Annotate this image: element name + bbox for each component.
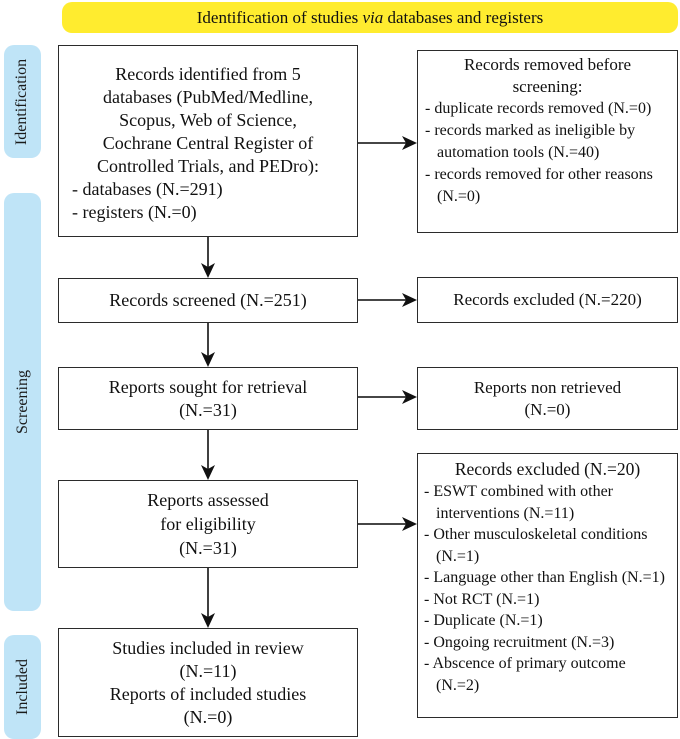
records-identified-heading: Records identified from 5 databases (Pub… <box>96 63 319 176</box>
title-banner: Identification of studies via databases … <box>62 2 678 33</box>
list-item: - Abscence of primary outcome (N.=2) <box>424 655 626 694</box>
stage-label-screening: Screening <box>4 193 41 611</box>
arrow-identified-to-screened <box>201 237 215 278</box>
arrow-sought-to-non-retrieved <box>358 390 417 404</box>
box-records-screened: Records screened (N.=251) <box>58 278 358 323</box>
list-item: - records marked as ineligible by automa… <box>425 122 636 161</box>
arrow-screened-to-sought <box>201 323 215 367</box>
box-reports-non-retrieved: Reports non retrieved (N.=0) <box>417 367 678 430</box>
stage-label-text: Included <box>13 659 31 715</box>
box-studies-included: Studies included in review (N.=11) Repor… <box>58 628 358 737</box>
reports-assessed-text: Reports assessed for eligibility (N.=31) <box>147 490 269 558</box>
list-item: - duplicate records removed (N.=0) <box>425 100 652 117</box>
records-excluded-text: Records excluded (N.=220) <box>453 290 642 309</box>
list-item: - ESWT combined with other interventions… <box>424 483 613 522</box>
records-excluded-eligibility-items: - ESWT combined with other interventions… <box>424 481 671 696</box>
records-removed-items: - duplicate records removed (N.=0) - rec… <box>425 98 670 208</box>
arrow-sought-to-assessed <box>201 430 215 480</box>
list-item: - Ongoing recruitment (N.=3) <box>424 633 615 651</box>
records-screened-text: Records screened (N.=251) <box>109 290 307 310</box>
stage-label-included: Included <box>4 635 41 739</box>
stage-label-identification: Identification <box>4 45 41 158</box>
box-records-excluded-screening: Records excluded (N.=220) <box>417 277 678 323</box>
records-removed-heading: Records removed before screening: <box>463 55 632 96</box>
list-item: - registers (N.=0) <box>72 201 197 222</box>
list-item: - Language other than English (N.=1) <box>424 569 665 586</box>
list-item: - Other musculoskeletal conditions (N.=1… <box>424 526 648 565</box>
arrow-identified-to-removed <box>358 136 417 150</box>
records-excluded-eligibility-heading: Records excluded (N.=20) <box>454 459 641 479</box>
arrow-assessed-to-excluded-eligibility <box>358 517 417 531</box>
studies-included-text: Studies included in review (N.=11) Repor… <box>109 637 307 727</box>
arrow-assessed-to-included <box>201 568 215 628</box>
arrow-screened-to-excluded <box>358 293 417 307</box>
list-item: - databases (N.=291) <box>72 178 223 199</box>
box-reports-sought: Reports sought for retrieval (N.=31) <box>58 367 358 430</box>
stage-label-text: Identification <box>13 58 31 145</box>
box-records-removed: Records removed before screening: - dupl… <box>417 50 678 233</box>
list-item: - Duplicate (N.=1) <box>424 612 543 629</box>
box-records-excluded-eligibility: Records excluded (N.=20) - ESWT combined… <box>417 453 678 718</box>
box-reports-assessed: Reports assessed for eligibility (N.=31) <box>58 480 358 568</box>
reports-sought-text: Reports sought for retrieval (N.=31) <box>108 376 308 420</box>
list-item: - Not RCT (N.=1) <box>424 590 540 608</box>
stage-label-text: Screening <box>13 370 31 434</box>
box-records-identified: Records identified from 5 databases (Pub… <box>58 45 358 237</box>
reports-non-retrieved-text: Reports non retrieved (N.=0) <box>473 377 622 419</box>
list-item: - records removed for other reasons (N.=… <box>425 166 653 205</box>
records-identified-items: - databases (N.=291) - registers (N.=0) <box>69 178 347 224</box>
title-text: Identification of studies via databases … <box>196 7 544 27</box>
